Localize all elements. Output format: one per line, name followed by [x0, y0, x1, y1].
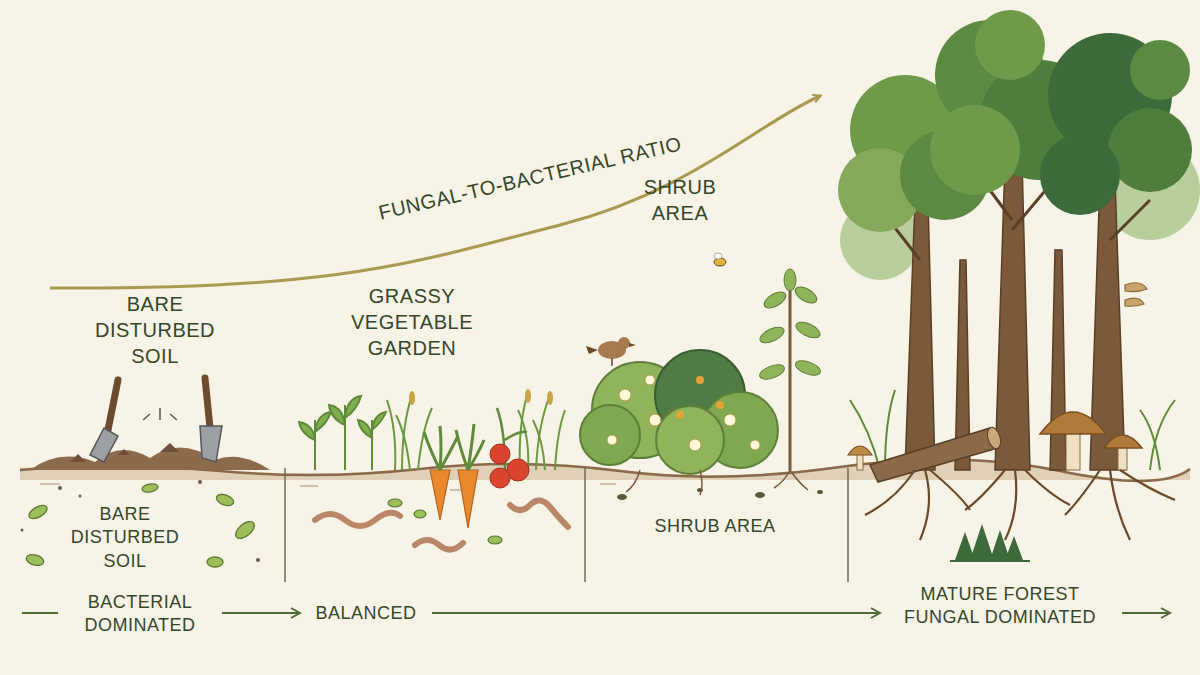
sapling	[758, 269, 823, 470]
bug	[617, 488, 823, 500]
soil-label: BARE DISTURBED SOIL	[58, 503, 193, 573]
shrub-scene	[580, 253, 823, 500]
tree-canopy	[838, 10, 1192, 232]
panel-divider	[285, 468, 848, 582]
worm	[315, 500, 568, 549]
carrot	[424, 424, 484, 528]
mushroom	[848, 412, 1142, 470]
dominance-label: BALANCED	[306, 602, 426, 625]
bird	[586, 337, 636, 366]
stage-heading: SHRUB AREA	[630, 174, 730, 226]
trowel	[200, 378, 222, 462]
bee	[714, 253, 726, 266]
grass	[387, 392, 565, 470]
small-tree-icon	[950, 524, 1030, 561]
dominance-label: MATURE FOREST FUNGAL DOMINATED	[888, 583, 1113, 630]
ratio-curve	[50, 96, 820, 288]
forest-scene	[838, 10, 1200, 561]
stage-heading: BARE DISTURBED SOIL	[88, 291, 223, 369]
log	[870, 426, 1003, 482]
trowel	[90, 380, 118, 462]
tomato	[490, 408, 529, 488]
shelf-fungus	[1125, 283, 1147, 307]
root	[865, 470, 1175, 540]
dominance-label: BACTERIAL DOMINATED	[73, 591, 208, 638]
garden-scene	[299, 389, 568, 550]
stage-heading: GRASSY VEGETABLE GARDEN	[330, 283, 495, 361]
soil-label: SHRUB AREA	[640, 515, 790, 538]
